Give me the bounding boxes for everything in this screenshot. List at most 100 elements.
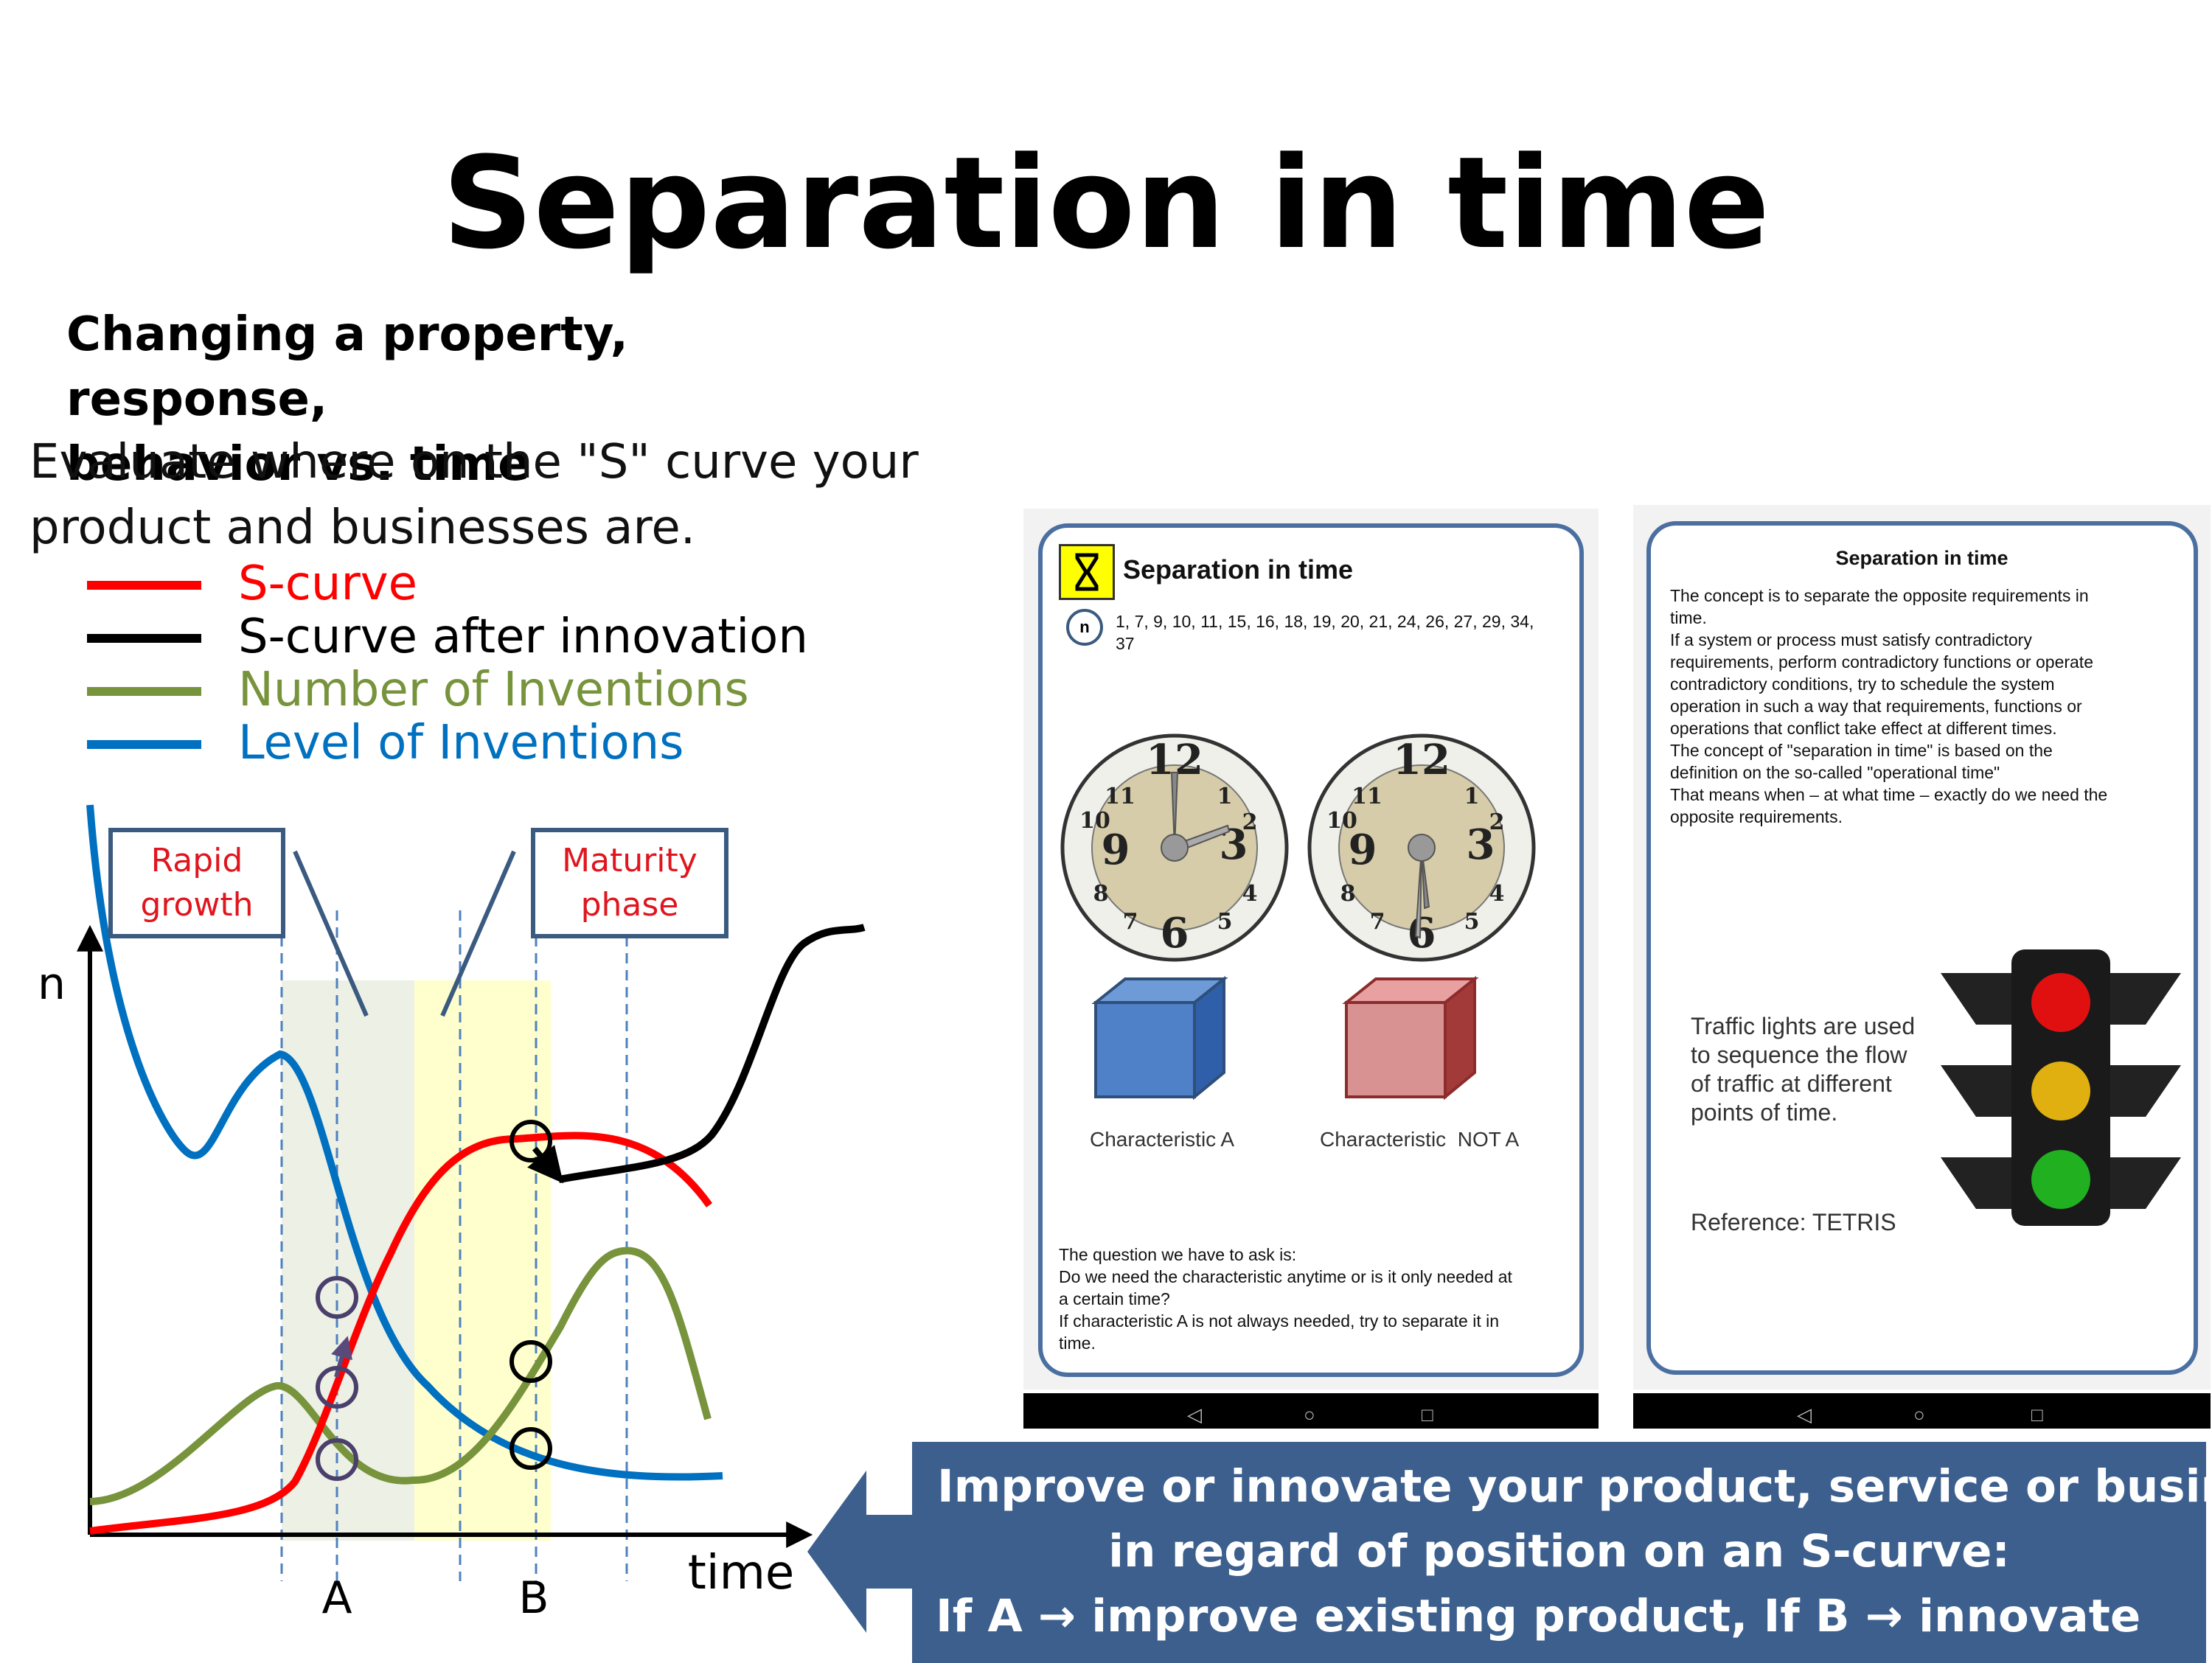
s-curve-after-innovation xyxy=(558,924,866,1183)
maturity-phase-box: Maturity phase xyxy=(531,828,728,938)
legend-swatch xyxy=(87,634,201,643)
svg-text:1: 1 xyxy=(1217,784,1233,809)
evaluate-line-1: Evaluate where on the "S" curve your xyxy=(29,435,919,489)
reference-text: Reference: TETRIS xyxy=(1691,1209,1896,1235)
x-axis-label: time xyxy=(688,1546,795,1600)
question-line: time. xyxy=(1059,1333,1096,1353)
card-right-body: The concept is to separate the opposite … xyxy=(1670,585,2186,828)
s-curve xyxy=(89,1132,713,1535)
svg-text:4: 4 xyxy=(1242,881,1258,907)
question-line: If characteristic A is not always needed… xyxy=(1059,1311,1500,1331)
legend-label: Level of Inventions xyxy=(238,716,684,770)
slide-title: Separation in time xyxy=(442,129,1770,277)
banner-line-1: Improve or innovate your product, servic… xyxy=(937,1460,2212,1513)
card-right: Separation in time The concept is to sep… xyxy=(1633,505,2211,1390)
traffic-line: points of time. xyxy=(1691,1099,1838,1126)
maturity-line-1: Maturity xyxy=(562,842,698,879)
body-line: The concept of "separation in time" is b… xyxy=(1670,741,2053,760)
svg-text:9: 9 xyxy=(1349,826,1377,874)
principle-numbers: 1, 7, 9, 10, 11, 15, 16, 18, 19, 20, 21,… xyxy=(1116,610,1587,655)
card-left: Separation in time n 1, 7, 9, 10, 11, 15… xyxy=(1023,509,1599,1390)
banner-line-2: in regard of position on an S-curve: xyxy=(1108,1525,2010,1577)
card-left-title: Separation in time xyxy=(1123,554,1354,585)
body-line: definition on the so-called "operational… xyxy=(1670,763,2000,782)
conclusion-banner: Improve or innovate your product, servic… xyxy=(912,1442,2212,1663)
body-line: requirements, perform contradictory func… xyxy=(1670,652,2093,672)
banner-line-3: If A → improve existing product, If B → … xyxy=(936,1590,2141,1642)
legend-swatch xyxy=(87,581,201,590)
svg-text:8: 8 xyxy=(1340,881,1356,907)
rapid-growth-box: Rapid growth xyxy=(108,828,285,938)
home-icon[interactable]: ○ xyxy=(1304,1404,1315,1426)
card-right-title: Separation in time xyxy=(1835,547,2008,569)
subtitle: Changing a property, response, behavior … xyxy=(66,302,877,497)
svg-text:5: 5 xyxy=(1217,909,1233,935)
subtitle-line-2: behavior vs. time xyxy=(66,437,530,492)
hourglass-icon xyxy=(1059,544,1115,600)
s-curve-diagram: n time A B xyxy=(38,804,866,1624)
y-axis-label: n xyxy=(38,958,66,1010)
back-icon[interactable]: ◁ xyxy=(1187,1404,1202,1426)
evaluate-text: Evaluate where on the "S" curve your pro… xyxy=(29,430,959,561)
numbers-line-2: 37 xyxy=(1116,634,1135,653)
home-icon[interactable]: ○ xyxy=(1913,1404,1925,1426)
evaluate-line-2: product and businesses are. xyxy=(29,501,696,555)
rapid-pointer-line xyxy=(293,850,369,1017)
svg-text:6: 6 xyxy=(1161,909,1189,958)
rapid-growth-zone xyxy=(282,980,414,1541)
card-right-nav-bar: ◁ ○ □ xyxy=(1633,1393,2211,1429)
svg-text:8: 8 xyxy=(1093,881,1109,907)
numbers-badge-icon: n xyxy=(1066,609,1103,646)
svg-text:5: 5 xyxy=(1464,909,1480,935)
legend-swatch xyxy=(87,740,201,749)
svg-text:2: 2 xyxy=(1242,809,1258,835)
body-line: operations that conflict take effect at … xyxy=(1670,719,2057,738)
number-of-inventions-curve xyxy=(89,1247,712,1505)
question-line: The question we have to ask is: xyxy=(1059,1245,1297,1264)
legend-label: Number of Inventions xyxy=(238,663,749,717)
banner-arrow-icon xyxy=(807,1471,918,1633)
question-line: a certain time? xyxy=(1059,1289,1170,1308)
svg-text:2: 2 xyxy=(1489,809,1505,835)
numbers-line-1: 1, 7, 9, 10, 11, 15, 16, 18, 19, 20, 21,… xyxy=(1116,612,1534,631)
growth-arrow xyxy=(331,1336,352,1378)
red-cube-icon xyxy=(1342,975,1479,1101)
svg-text:4: 4 xyxy=(1489,881,1505,907)
recent-apps-icon[interactable]: □ xyxy=(2031,1404,2043,1426)
svg-text:12: 12 xyxy=(1393,736,1450,784)
svg-text:11: 11 xyxy=(1352,784,1382,809)
svg-text:10: 10 xyxy=(1326,808,1357,834)
characteristic-a-label: Characteristic A xyxy=(1090,1128,1235,1151)
svg-text:10: 10 xyxy=(1079,808,1110,834)
body-line: That means when – at what time – exactly… xyxy=(1670,785,2108,804)
recent-apps-icon[interactable]: □ xyxy=(1422,1404,1433,1426)
body-line: The concept is to separate the opposite … xyxy=(1670,586,2089,605)
card-left-nav-bar: ◁ ○ □ xyxy=(1023,1393,1599,1429)
maturity-line-2: phase xyxy=(580,886,679,924)
traffic-text: Traffic lights are used to sequence the … xyxy=(1691,1012,1934,1127)
dashed-guides xyxy=(280,910,628,1581)
svg-text:3: 3 xyxy=(1467,820,1495,869)
traffic-line: to sequence the flow xyxy=(1691,1042,1907,1068)
rapid-growth-line-1: Rapid xyxy=(150,842,243,879)
traffic-line: of traffic at different xyxy=(1691,1070,1892,1097)
svg-text:6: 6 xyxy=(1408,909,1436,958)
blue-cube-icon xyxy=(1091,975,1228,1101)
back-icon[interactable]: ◁ xyxy=(1797,1404,1812,1426)
characteristic-not-a-label: Characteristic NOT A xyxy=(1320,1128,1520,1151)
legend-swatch xyxy=(87,687,201,696)
svg-text:11: 11 xyxy=(1105,784,1135,809)
svg-text:7: 7 xyxy=(1370,909,1385,935)
subtitle-line-1: Changing a property, response, xyxy=(66,307,628,427)
svg-text:9: 9 xyxy=(1102,826,1130,874)
marker-a-label: A xyxy=(321,1572,352,1624)
question-text: The question we have to ask is: Do we ne… xyxy=(1059,1244,1575,1354)
body-line: opposite requirements. xyxy=(1670,807,1843,826)
traffic-light-icon xyxy=(1941,949,2181,1226)
maturity-pointer-line xyxy=(440,850,516,1017)
svg-text:1: 1 xyxy=(1464,784,1480,809)
traffic-line: Traffic lights are used xyxy=(1691,1013,1916,1039)
rapid-growth-line-2: growth xyxy=(140,886,254,924)
legend-label: S-curve after innovation xyxy=(238,610,808,664)
